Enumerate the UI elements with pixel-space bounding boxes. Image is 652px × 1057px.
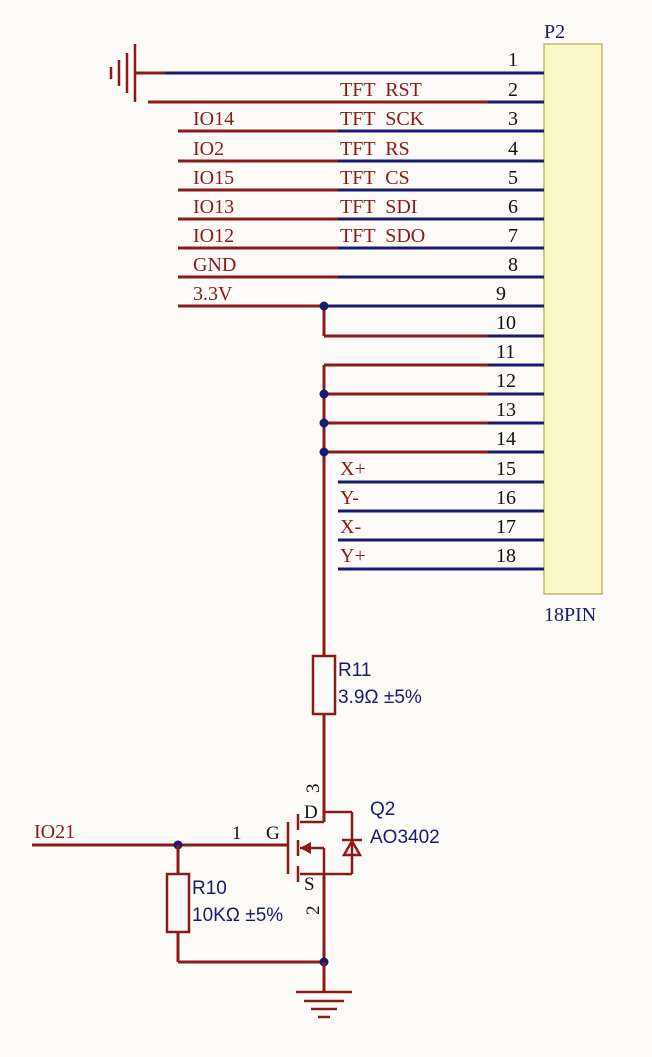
- ground-symbol-bottom: [296, 962, 352, 1019]
- pin-number: 15: [496, 458, 516, 480]
- pin-row-3: IO14 TFT SCK 3: [178, 108, 544, 133]
- pin-net: IO15: [193, 167, 234, 189]
- pin-net: IO14: [193, 108, 234, 130]
- pin-net: IO13: [193, 196, 234, 218]
- q2-gate-pin: 1: [232, 823, 242, 844]
- pin-row-1: 1: [135, 49, 544, 75]
- resistor-r10: R10 10KΩ ±5%: [165, 845, 324, 964]
- pin-label: TFT RST: [340, 79, 422, 101]
- junction-dot: [319, 447, 329, 457]
- q2-designator: Q2: [370, 799, 395, 820]
- resistor-r11: R11 3.9Ω ±5%: [311, 654, 422, 812]
- pin-row-9: 3.3V 9: [178, 283, 544, 308]
- connector-designator: P2: [544, 21, 565, 43]
- r10-designator: R10: [192, 878, 227, 899]
- pin-net: IO12: [193, 225, 234, 247]
- junction-dot: [319, 418, 329, 428]
- r11-value: 3.9Ω ±5%: [338, 687, 422, 708]
- pin-row-13: 13: [324, 399, 544, 425]
- q2-gate-label: G: [266, 823, 280, 844]
- pin-number: 10: [496, 312, 516, 334]
- ground-symbol-top: [109, 44, 137, 102]
- q2-part: AO3402: [370, 827, 440, 848]
- connector-body: [543, 43, 603, 595]
- pin-row-16: Y- 16: [338, 487, 544, 513]
- r11-designator: R11: [338, 660, 371, 681]
- pin-number: 3: [508, 108, 518, 130]
- pin-label: Y-: [340, 487, 359, 509]
- q2-drain-pin: 3: [303, 784, 324, 794]
- pin-row-10: 10: [322, 306, 544, 338]
- pin-net: IO2: [193, 138, 224, 160]
- pin-label: X+: [340, 458, 366, 480]
- pin-row-14: 14: [324, 428, 544, 454]
- pin-row-17: X- 17: [338, 516, 544, 542]
- pin-number: 7: [508, 225, 518, 247]
- pin-number: 11: [496, 341, 515, 363]
- pin-number: 12: [496, 370, 516, 392]
- pin-label: TFT CS: [340, 167, 410, 189]
- pin-row-6: IO13 TFT SDI 6: [178, 196, 544, 221]
- pin-number: 17: [496, 516, 516, 538]
- pin-net: GND: [193, 254, 236, 276]
- connector-footprint: 18PIN: [544, 604, 596, 626]
- r10-value: 10KΩ ±5%: [192, 905, 283, 926]
- pin-label: TFT SCK: [340, 108, 425, 130]
- pin-row-7: IO12 TFT SDO 7: [178, 225, 544, 250]
- pin-number: 16: [496, 487, 516, 509]
- pin-row-4: IO2 TFT RS 4: [178, 138, 544, 163]
- pin-row-5: IO15 TFT CS 5: [178, 167, 544, 192]
- junction-dot: [319, 389, 329, 399]
- pin-row-15: X+ 15: [338, 458, 544, 484]
- pin-number: 9: [496, 283, 506, 305]
- pin-row-2: TFT RST 2: [148, 79, 544, 104]
- junction-dot: [319, 301, 329, 311]
- pin-number: 1: [508, 49, 518, 71]
- pin-number: 5: [508, 167, 518, 189]
- mosfet-q2: 3 D 2 S 1 G Q2 AO3402: [232, 784, 440, 962]
- pin-label: TFT SDI: [340, 196, 417, 218]
- pin-label: TFT RS: [340, 138, 410, 160]
- pin-number: 13: [496, 399, 516, 421]
- pin-label: X-: [340, 516, 361, 538]
- pin-number: 18: [496, 545, 516, 567]
- pin-row-18: Y+ 18: [338, 545, 544, 571]
- q2-drain-label: D: [304, 802, 318, 823]
- pin-number: 8: [508, 254, 518, 276]
- pin-number: 2: [508, 79, 518, 101]
- pin-row-11: 11: [324, 341, 544, 367]
- pin-number: 6: [508, 196, 518, 218]
- pin-row-12: 12: [324, 370, 544, 396]
- pin-label: Y+: [340, 545, 366, 567]
- pin-label: TFT SDO: [340, 225, 425, 247]
- pin-row-8: GND 8: [178, 254, 544, 279]
- pin-number: 14: [496, 428, 516, 450]
- pin-number: 4: [508, 138, 518, 160]
- io21-label: IO21: [34, 821, 75, 843]
- pin-net: 3.3V: [193, 283, 233, 305]
- q2-source-pin: 2: [303, 906, 324, 916]
- q2-source-label: S: [304, 874, 315, 895]
